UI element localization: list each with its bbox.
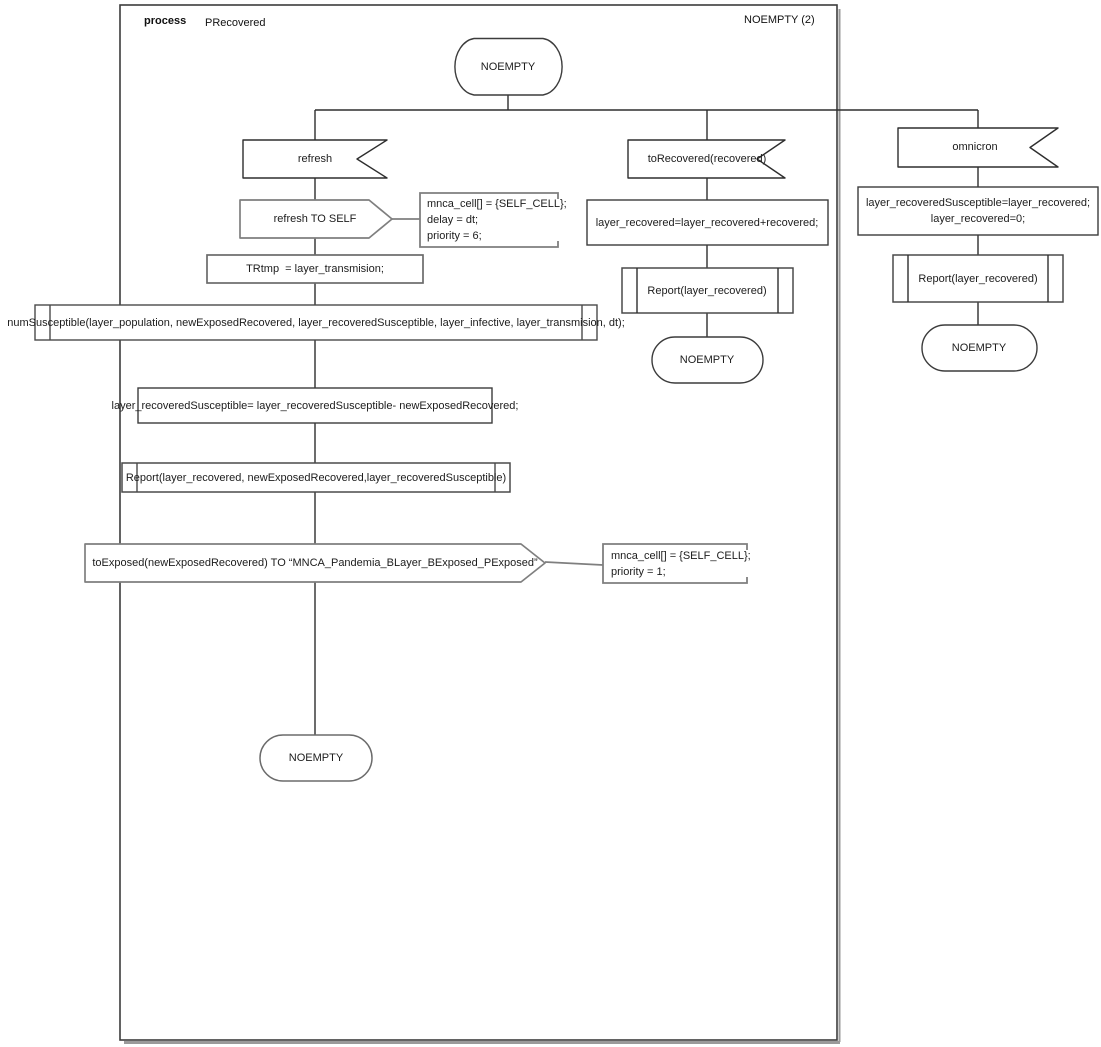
task-trtmp[interactable] [206, 254, 424, 284]
state-noempty-torecovered-end[interactable] [651, 336, 764, 384]
output-label: toExposed(newExposedRecovered) TO “MNCA_… [92, 557, 538, 569]
input-torecovered[interactable] [627, 139, 786, 179]
input-label: refresh [297, 153, 333, 165]
task-label: TRtmp = layer_transmision; [246, 263, 384, 275]
input-refresh[interactable] [242, 139, 388, 179]
task-layer-recovered[interactable] [586, 199, 829, 246]
comment-box-toexposed[interactable] [602, 543, 748, 584]
task-omnicron-reset[interactable] [857, 186, 1099, 236]
input-omnicron[interactable] [897, 127, 1059, 168]
comment-text: mnca_cell[] = {SELF_CELL}; delay = dt; p… [427, 198, 567, 242]
process-kind-label: process [144, 15, 187, 27]
procedure-report-middle[interactable] [621, 267, 794, 314]
flow-lines [314, 95, 979, 735]
task-update-susceptible[interactable] [137, 387, 493, 424]
comment-connector-toexposed [544, 561, 604, 566]
comment-text: mnca_cell[] = {SELF_CELL}; priority = 1; [611, 550, 751, 578]
input-label: toRecovered(recovered) [647, 153, 767, 165]
output-toexposed[interactable] [84, 543, 546, 583]
procedure-report-right[interactable] [892, 254, 1064, 303]
procedure-report-left[interactable] [121, 462, 511, 493]
procedure-label: Report(layer_recovered, newExposedRecove… [125, 472, 507, 484]
comment-box-refresh-to-self[interactable] [419, 192, 559, 248]
state-noempty-omnicron-end[interactable] [921, 324, 1038, 372]
process-name: PRecovered [205, 17, 266, 29]
task-label: layer_recovered=layer_recovered+recovere… [595, 217, 819, 229]
procedure-label: Report(layer_recovered) [647, 285, 767, 297]
state-noempty-start[interactable] [454, 37, 563, 96]
state-noempty-refresh-end[interactable] [259, 734, 373, 782]
procedure-label: Report(layer_recovered) [918, 273, 1038, 285]
state-label: NOEMPTY [951, 342, 1007, 354]
output-refresh-to-self[interactable] [239, 199, 393, 239]
state-label: NOEMPTY [480, 61, 536, 73]
state-label: NOEMPTY [288, 752, 344, 764]
state-page-reference: NOEMPTY (2) [744, 14, 815, 26]
input-label: omnicron [952, 141, 998, 153]
state-label: NOEMPTY [679, 354, 735, 366]
procedure-label: numSusceptible(layer_population, newExpo… [7, 317, 625, 329]
task-label: layer_recoveredSusceptible= layer_recove… [111, 400, 519, 412]
output-label: refresh TO SELF [273, 213, 357, 225]
process-frame [119, 4, 838, 1041]
task-label: layer_recoveredSusceptible=layer_recover… [865, 197, 1091, 225]
procedure-numsusceptible[interactable] [34, 304, 598, 341]
